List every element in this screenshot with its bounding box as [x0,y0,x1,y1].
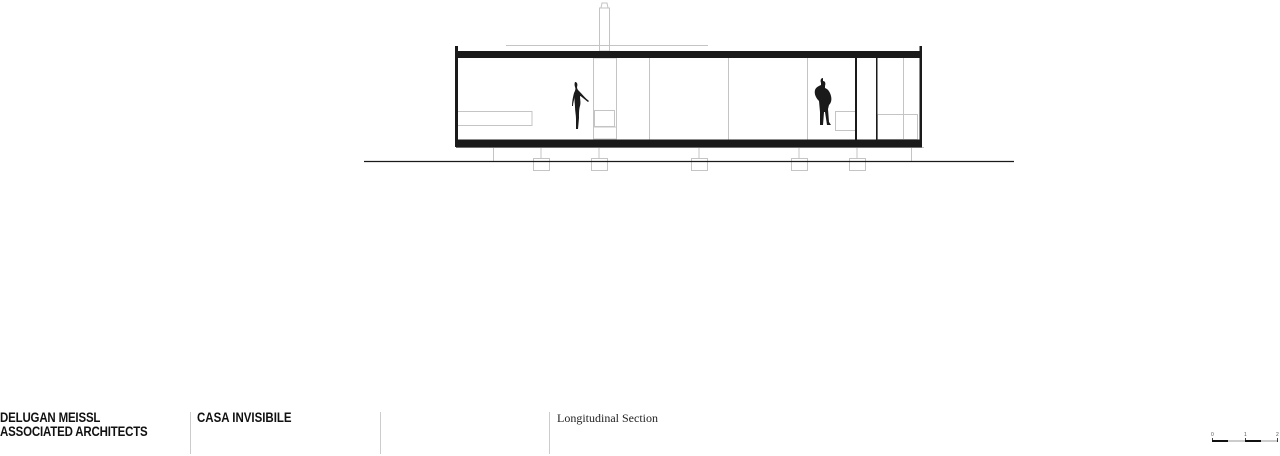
footings [533,148,866,171]
scale-segment-light [1261,440,1278,442]
glazing-frame [876,58,878,140]
scale-bar: 0 1 2 [1210,432,1279,446]
roof-slab [456,51,922,58]
project-name: CASA INVISIBILE [197,410,292,425]
scale-label: 2 [1276,432,1279,438]
divider [380,412,381,454]
glazing-frame [855,58,857,140]
footing [791,158,808,171]
architect-firm-name: DELUGAN MEISSL ASSOCIATED ARCHITECTS [0,411,148,439]
cabinet [877,114,918,140]
person-silhouette-man [814,78,832,125]
scale-label: 0 [1211,432,1214,438]
firm-line-2: ASSOCIATED ARCHITECTS [0,424,148,439]
scale-segment-dark [1245,440,1261,442]
desk [835,111,856,131]
firm-line-1: DELUGAN MEISSL [0,410,101,425]
divider [190,412,191,454]
chimney [599,7,610,52]
scale-segment-light [1228,440,1245,442]
kitchen-counter [456,111,533,126]
chimney-cap [600,2,609,9]
footing [591,158,608,171]
left-wall [455,46,458,147]
floor-slab [456,139,922,148]
scale-segment-dark [1212,440,1228,442]
scale-bar-graphic [1212,438,1278,442]
divider [549,412,550,454]
person-silhouette-woman [572,82,589,129]
footing [533,158,550,171]
footing [691,158,708,171]
fireplace-box [594,110,615,127]
drawing-title: Longitudinal Section [557,411,658,425]
footing [849,158,866,171]
right-wall [919,46,922,147]
scale-label: 1 [1244,432,1247,438]
